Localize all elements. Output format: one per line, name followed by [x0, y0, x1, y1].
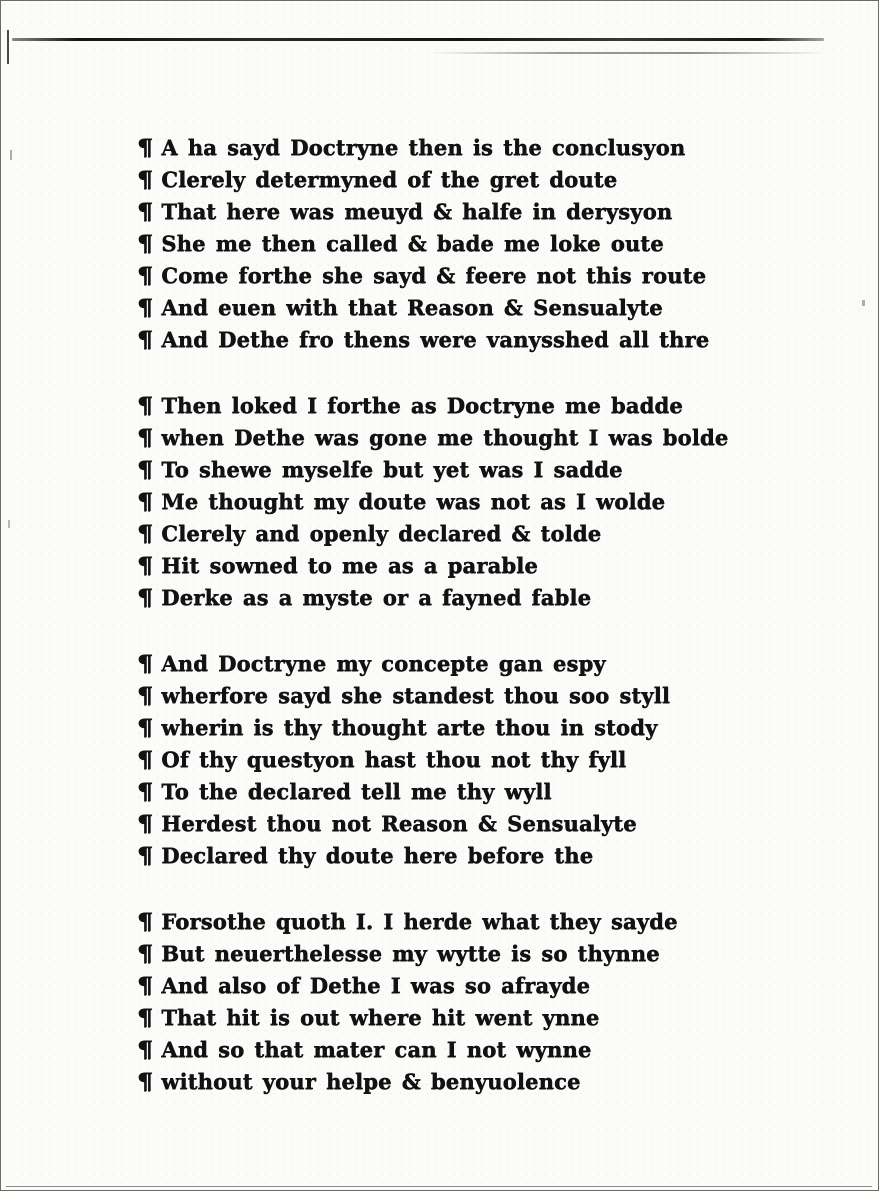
poem-line: ¶ wherfore sayd she standest thou soo sty…: [136, 680, 778, 712]
poem-line: ¶ Forsothe quoth I. I herde what they say…: [136, 906, 778, 938]
line-text: Herdest thou not Reason & Sensualyte: [161, 811, 637, 836]
pilcrow-mark: ¶: [136, 489, 154, 515]
poem-line: ¶ And Dethe fro thens were vanysshed all …: [136, 324, 778, 356]
poem-line: ¶ Clerely and openly declared & tolde: [136, 518, 778, 550]
pilcrow-mark: ¶: [136, 747, 154, 773]
line-text: Of thy questyon hast thou not thy fyll: [161, 747, 627, 772]
scan-artifact-left-dash: [7, 30, 9, 64]
scan-artifact-top-streak: [12, 38, 824, 41]
scan-artifact-top-streak-2: [430, 52, 825, 54]
line-text: Derke as a myste or a fayned fable: [161, 585, 592, 610]
line-text: But neuerthelesse my wytte is so thynne: [161, 941, 660, 966]
line-text: without your helpe & benyuolence: [161, 1069, 581, 1094]
pilcrow-mark: ¶: [136, 231, 154, 257]
stanza: ¶ And Doctryne my concepte gan espy ¶ wherf…: [136, 648, 778, 872]
line-text: Forsothe quoth I. I herde what they sayd…: [161, 909, 678, 934]
stanza: ¶ Forsothe quoth I. I herde what they say…: [136, 906, 778, 1098]
pilcrow-mark: ¶: [136, 199, 154, 225]
pilcrow-mark: ¶: [136, 843, 154, 869]
poem-line: ¶ Then loked I forthe as Doctryne me badd…: [136, 390, 778, 422]
stanza: ¶ Then loked I forthe as Doctryne me badd…: [136, 390, 778, 614]
pilcrow-mark: ¶: [136, 263, 154, 289]
pilcrow-mark: ¶: [136, 167, 154, 193]
poem-line: ¶ And so that mater can I not wynne: [136, 1034, 778, 1066]
pilcrow-mark: ¶: [136, 973, 154, 999]
pilcrow-mark: ¶: [136, 135, 154, 161]
line-text: A ha sayd Doctryne then is the conclusyo…: [161, 135, 686, 160]
pilcrow-mark: ¶: [136, 585, 154, 611]
pilcrow-mark: ¶: [136, 1069, 154, 1095]
line-text: Clerely determyned of the gret doute: [161, 167, 618, 192]
line-text: Me thought my doute was not as I wolde: [161, 489, 666, 514]
line-text: To shewe myselfe but yet was I sadde: [161, 457, 623, 482]
poem-line: ¶ when Dethe was gone me thought I was bo…: [136, 422, 778, 454]
pilcrow-mark: ¶: [136, 1037, 154, 1063]
poem-line: ¶ Derke as a myste or a fayned fable: [136, 582, 778, 614]
pilcrow-mark: ¶: [136, 327, 154, 353]
line-text: wherin is thy thought arte thou in stody: [161, 715, 658, 740]
pilcrow-mark: ¶: [136, 393, 154, 419]
pilcrow-mark: ¶: [136, 425, 154, 451]
line-text: Clerely and openly declared & tolde: [161, 521, 602, 546]
line-text: Declared thy doute here before the: [161, 843, 594, 868]
poem-line: ¶ Come forthe she sayd & feere not this r…: [136, 260, 778, 292]
poem-line: ¶ That hit is out where hit went ynne: [136, 1002, 778, 1034]
poem-line: ¶ But neuerthelesse my wytte is so thynne: [136, 938, 778, 970]
pilcrow-mark: ¶: [136, 909, 154, 935]
line-text: And Doctryne my concepte gan espy: [161, 651, 606, 676]
line-text: And Dethe fro thens were vanysshed all t…: [161, 327, 710, 352]
line-text: wherfore sayd she standest thou soo styl…: [161, 683, 670, 708]
poem-line: ¶ Herdest thou not Reason & Sensualyte: [136, 808, 778, 840]
pilcrow-mark: ¶: [136, 811, 154, 837]
poem-line: ¶ A ha sayd Doctryne then is the conclusy…: [136, 132, 778, 164]
scan-artifact-right-dot: [862, 300, 865, 306]
line-text: Then loked I forthe as Doctryne me badde: [161, 393, 683, 418]
line-text: And euen with that Reason & Sensualyte: [161, 295, 663, 320]
pilcrow-mark: ¶: [136, 553, 154, 579]
pilcrow-mark: ¶: [136, 457, 154, 483]
text-block: ¶ A ha sayd Doctryne then is the conclusy…: [136, 132, 778, 1132]
scan-artifact-left-dot: [10, 150, 12, 160]
pilcrow-mark: ¶: [136, 941, 154, 967]
pilcrow-mark: ¶: [136, 779, 154, 805]
pilcrow-mark: ¶: [136, 651, 154, 677]
poem-line: ¶ without your helpe & benyuolence: [136, 1066, 778, 1098]
line-text: She me then called & bade me loke oute: [161, 231, 664, 256]
line-text: That here was meuyd & halfe in derysyon: [161, 199, 673, 224]
line-text: To the declared tell me thy wyll: [161, 779, 552, 804]
pilcrow-mark: ¶: [136, 1005, 154, 1031]
scan-artifact-bottom-edge: [6, 1186, 872, 1187]
line-text: And also of Dethe I was so afrayde: [161, 973, 590, 998]
poem-line: ¶ Me thought my doute was not as I wolde: [136, 486, 778, 518]
line-text: And so that mater can I not wynne: [161, 1037, 592, 1062]
poem-line: ¶ Of thy questyon hast thou not thy fyll: [136, 744, 778, 776]
line-text: Come forthe she sayd & feere not this ro…: [161, 263, 707, 288]
line-text: That hit is out where hit went ynne: [161, 1005, 600, 1030]
pilcrow-mark: ¶: [136, 715, 154, 741]
poem-line: ¶ wherin is thy thought arte thou in stod…: [136, 712, 778, 744]
line-text: Hit sowned to me as a parable: [161, 553, 538, 578]
pilcrow-mark: ¶: [136, 683, 154, 709]
poem-line: ¶ She me then called & bade me loke oute: [136, 228, 778, 260]
scan-artifact-left-dot: [8, 520, 10, 528]
poem-line: ¶ Declared thy doute here before the: [136, 840, 778, 872]
poem-line: ¶ And euen with that Reason & Sensualyte: [136, 292, 778, 324]
poem-line: ¶ Hit sowned to me as a parable: [136, 550, 778, 582]
poem-line: ¶ And Doctryne my concepte gan espy: [136, 648, 778, 680]
poem-line: ¶ To the declared tell me thy wyll: [136, 776, 778, 808]
poem-line: ¶ And also of Dethe I was so afrayde: [136, 970, 778, 1002]
pilcrow-mark: ¶: [136, 521, 154, 547]
stanza: ¶ A ha sayd Doctryne then is the conclusy…: [136, 132, 778, 356]
pilcrow-mark: ¶: [136, 295, 154, 321]
line-text: when Dethe was gone me thought I was bol…: [161, 425, 729, 450]
poem-line: ¶ To shewe myselfe but yet was I sadde: [136, 454, 778, 486]
poem-line: ¶ Clerely determyned of the gret doute: [136, 164, 778, 196]
poem-line: ¶ That here was meuyd & halfe in derysyon: [136, 196, 778, 228]
